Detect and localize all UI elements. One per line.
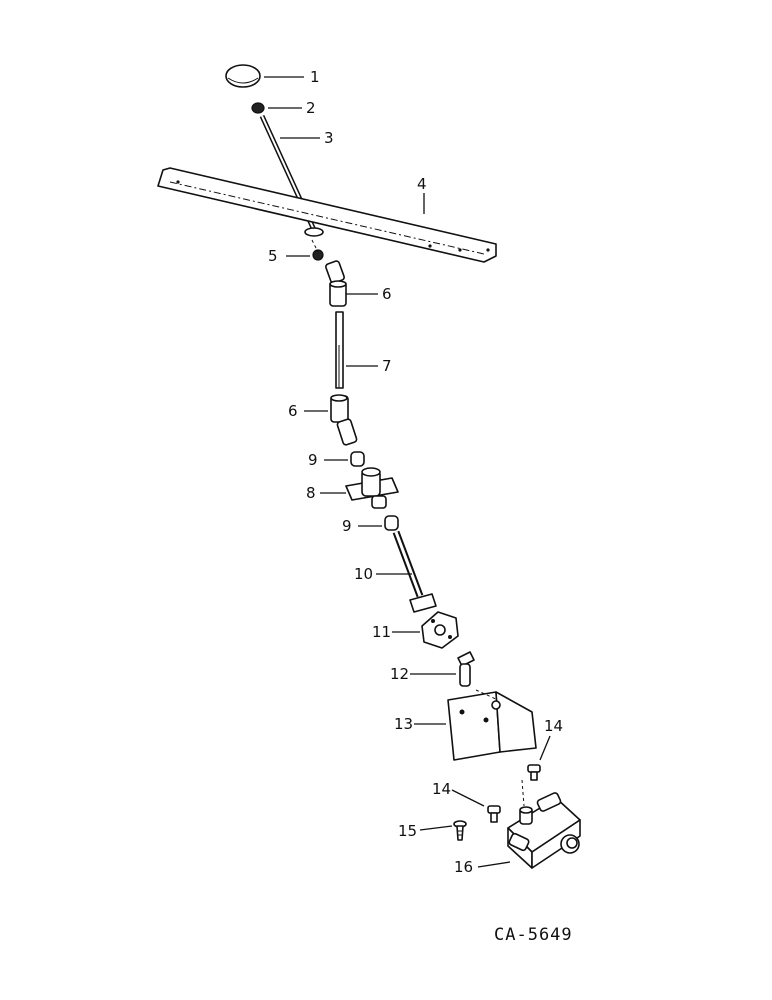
part-knob [225, 64, 261, 88]
drawing-code: CA-5649 [494, 925, 573, 945]
callout-15: 15 [398, 822, 417, 840]
part-plate [157, 167, 497, 263]
part-u-joint-lower [330, 394, 358, 446]
callout-1: 1 [310, 68, 320, 86]
part-bearing-upper [350, 451, 365, 467]
callout-4: 4 [417, 175, 427, 193]
callout-14-right: 14 [544, 717, 563, 735]
part-screw-lower [487, 805, 501, 823]
part-shaft [335, 311, 344, 389]
callout-9-upper: 9 [308, 451, 318, 469]
callout-2: 2 [306, 99, 316, 117]
part-flange-bearing [345, 467, 399, 509]
callout-9-lower: 9 [342, 517, 352, 535]
callout-6-lower: 6 [288, 402, 298, 420]
part-bracket [447, 691, 537, 761]
callout-14-left: 14 [432, 780, 451, 798]
callout-13: 13 [394, 715, 413, 733]
callout-12: 12 [390, 665, 409, 683]
callout-3: 3 [324, 129, 334, 147]
callout-8: 8 [306, 484, 316, 502]
guide-line [311, 239, 319, 253]
callout-5: 5 [268, 247, 278, 265]
guide-line [521, 779, 525, 807]
part-cam-plate [421, 611, 459, 649]
callout-7: 7 [382, 357, 392, 375]
part-bushing [312, 249, 324, 261]
part-nut [251, 102, 265, 114]
part-switch-housing [507, 792, 581, 869]
part-u-joint-upper [325, 260, 347, 307]
callout-6-upper: 6 [382, 285, 392, 303]
callout-10: 10 [354, 565, 373, 583]
leader-lines [264, 76, 551, 868]
callout-16: 16 [454, 858, 473, 876]
part-screw-upper [527, 764, 541, 781]
part-key [457, 651, 475, 687]
part-lever-rod [392, 530, 437, 613]
part-bolt [453, 820, 467, 841]
callout-11: 11 [372, 623, 391, 641]
guide-line [475, 689, 499, 701]
part-bearing-lower [384, 515, 399, 531]
